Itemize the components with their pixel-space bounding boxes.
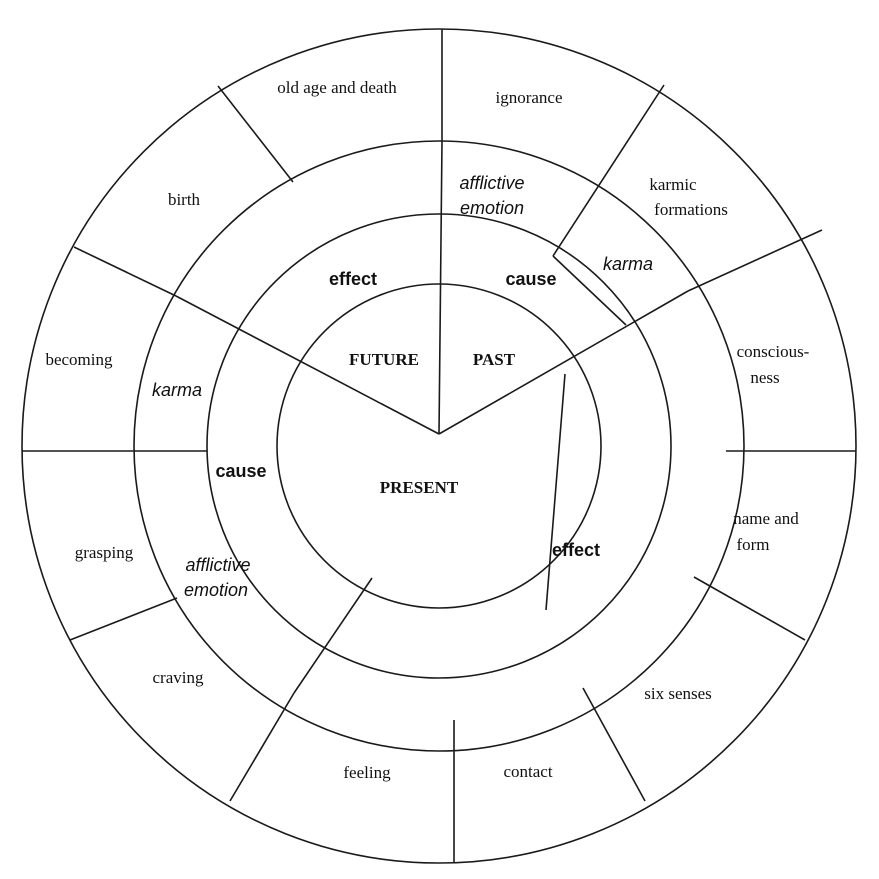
- spoke-karmic-consciousness: [687, 229, 823, 292]
- section-dividers: [133, 140, 689, 694]
- spoke-craving-grasping: [69, 597, 178, 641]
- label-karma-right: karma: [603, 254, 653, 274]
- ring-labels: afflictive emotion karma cause effect ka…: [152, 173, 653, 600]
- label-cause-left: cause: [215, 461, 266, 481]
- link-contact: contact: [503, 762, 552, 781]
- label-afflictive-emotion-top-line2: emotion: [460, 198, 524, 218]
- divider-feeling-inner: [293, 577, 373, 694]
- divider-top: [438, 140, 443, 435]
- link-karmic-formations-line2: formations: [654, 200, 728, 219]
- link-inner-ring: [133, 140, 745, 752]
- center-present: PRESENT: [380, 478, 459, 497]
- link-old-age-and-death: old age and death: [277, 78, 397, 97]
- link-birth: birth: [168, 190, 201, 209]
- label-afflictive-emotion-bottom-line2: emotion: [184, 580, 248, 600]
- spoke-six-contact: [582, 687, 646, 802]
- link-craving: craving: [153, 668, 204, 687]
- spoke-name-six: [693, 576, 806, 641]
- link-consciousness-line1: conscious-: [737, 342, 810, 361]
- label-karma-left: karma: [152, 380, 202, 400]
- label-effect-top: effect: [329, 269, 377, 289]
- link-ignorance: ignorance: [495, 88, 562, 107]
- divider-effect-bottom: [545, 373, 566, 611]
- link-six-senses: six senses: [644, 684, 712, 703]
- divider-past-right: [438, 290, 689, 435]
- spoke-ignorance-karmic: [552, 84, 665, 257]
- spoke-becoming-birth: [73, 246, 177, 297]
- link-grasping: grasping: [75, 543, 134, 562]
- label-afflictive-emotion-bottom-line1: afflictive: [185, 555, 250, 575]
- label-afflictive-emotion-top-line1: afflictive: [459, 173, 524, 193]
- center-past: PAST: [473, 350, 516, 369]
- link-consciousness-line2: ness: [750, 368, 779, 387]
- spoke-birth-oldage: [217, 85, 294, 183]
- link-becoming: becoming: [45, 350, 113, 369]
- divider-future-left: [175, 295, 440, 435]
- center-ring: [276, 283, 602, 609]
- link-spokes: [22, 29, 856, 863]
- link-karmic-formations-line1: karmic: [649, 175, 697, 194]
- center-future: FUTURE: [349, 350, 419, 369]
- label-cause-top: cause: [505, 269, 556, 289]
- center-labels: FUTURE PAST PRESENT: [349, 350, 516, 497]
- link-name-and-form-line2: form: [736, 535, 769, 554]
- divider-karmic-inner: [552, 255, 627, 326]
- link-name-and-form-line1: name and: [733, 509, 799, 528]
- ce-outer-ring: [206, 213, 672, 679]
- outer-ring: [21, 28, 857, 864]
- link-feeling: feeling: [343, 763, 391, 782]
- label-effect-bottom: effect: [552, 540, 600, 560]
- twelve-links-labels: old age and death ignorance karmic forma…: [45, 78, 809, 782]
- spoke-feeling-craving: [229, 692, 295, 802]
